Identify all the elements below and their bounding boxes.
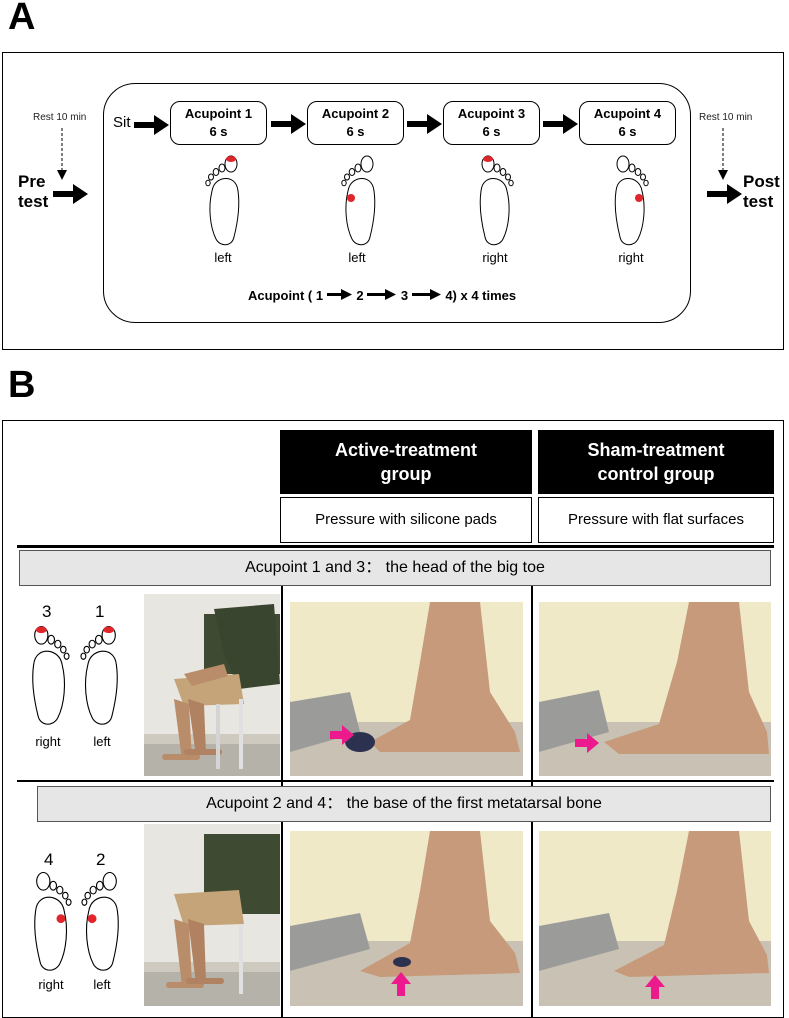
step-1-title: Acupoint 1 xyxy=(184,106,253,121)
sequence-suffix: 4) x 4 times xyxy=(445,288,517,303)
row1-side-right: right xyxy=(35,734,61,749)
sham-arch-photo xyxy=(539,831,771,1006)
step-box-3: Acupoint 3 6 s xyxy=(443,101,540,145)
row2-number-4: 4 xyxy=(44,850,54,869)
sham-group-desc: Pressure with flat surfaces xyxy=(538,497,774,543)
sham-group-header: Sham-treatment control group xyxy=(538,430,774,494)
acupoint-dot-2 xyxy=(347,194,355,202)
step-box-2: Acupoint 2 6 s xyxy=(307,101,404,145)
post-test-arrow xyxy=(707,184,742,204)
step-3-time: 6 s xyxy=(482,124,501,139)
row1-dot-3 xyxy=(35,626,47,634)
row2-foot-left xyxy=(81,871,119,971)
rest-arrow-right xyxy=(718,128,728,180)
sequence-line: Acupoint ( 1 2 3 4) x 4 times xyxy=(248,288,516,303)
row-divider xyxy=(17,780,774,782)
rest-arrow-left xyxy=(57,128,67,180)
row1-label-bar: Acupoint 1 and 3： the head of the big to… xyxy=(19,550,771,586)
step-3-title: Acupoint 3 xyxy=(457,106,526,121)
sit-label: Sit xyxy=(113,114,131,131)
row1-side-left: left xyxy=(93,734,111,749)
acupoint-dot-3 xyxy=(483,156,493,162)
sham-toe-photo xyxy=(539,602,771,776)
protocol-box xyxy=(103,83,691,323)
row2-sham-pointer xyxy=(645,975,665,999)
post-test-line2: test xyxy=(743,192,774,211)
panel-a-letter: A xyxy=(8,0,36,38)
step-4-title: Acupoint 4 xyxy=(593,106,662,121)
foot-diagram-1 xyxy=(205,155,240,246)
foot-side-1: left xyxy=(214,250,232,265)
post-test-label: Post test xyxy=(743,172,780,212)
sit-arrow xyxy=(134,115,169,135)
panel-b-letter: B xyxy=(8,364,36,406)
step-2-time: 6 s xyxy=(346,124,365,139)
step-arrow-3 xyxy=(543,114,578,134)
panel-a-frame xyxy=(2,52,784,350)
step-arrow-1 xyxy=(271,114,306,134)
step-1-time: 6 s xyxy=(209,124,228,139)
row1-dot-1 xyxy=(103,626,115,634)
row2-side-right: right xyxy=(38,977,64,992)
active-group-desc: Pressure with silicone pads xyxy=(280,497,532,543)
foot-diagram-2 xyxy=(341,155,376,246)
pre-test-line2: test xyxy=(18,192,49,211)
sequence-arrow-1 xyxy=(326,289,352,300)
sequence-n3: 3 xyxy=(400,288,409,303)
row2-label-bar: Acupoint 2 and 4： the base of the first … xyxy=(37,786,771,822)
step-arrow-2 xyxy=(407,114,442,134)
acupoint-dot-1 xyxy=(226,156,236,162)
header-divider xyxy=(17,545,774,548)
row2-side-left: left xyxy=(93,977,111,992)
sequence-arrow-3 xyxy=(411,289,441,300)
rest-label-left: Rest 10 min xyxy=(33,112,87,123)
rest-label-right: Rest 10 min xyxy=(699,112,753,123)
row1-foot-right xyxy=(32,625,70,725)
seated-person-photo-1 xyxy=(144,594,280,776)
row2-active-pointer xyxy=(391,972,411,996)
sequence-n2: 2 xyxy=(356,288,364,303)
row1-foot-left xyxy=(80,625,118,725)
foot-diagram-3 xyxy=(479,155,514,246)
step-box-1: Acupoint 1 6 s xyxy=(170,101,267,145)
row2-dot-2 xyxy=(87,914,97,924)
step-box-4: Acupoint 4 6 s xyxy=(579,101,676,145)
sequence-arrow-2 xyxy=(367,289,397,300)
foot-side-4: right xyxy=(618,250,644,265)
seated-person-photo-2 xyxy=(144,824,280,1006)
row2-dot-4 xyxy=(56,914,66,924)
step-2-title: Acupoint 2 xyxy=(321,106,390,121)
active-toe-photo xyxy=(290,602,523,776)
pre-test-line1: Pre xyxy=(18,172,46,191)
pre-test-label: Pre test xyxy=(18,172,48,212)
row2-number-2: 2 xyxy=(96,850,106,869)
active-arch-photo xyxy=(290,831,523,1006)
step-4-time: 6 s xyxy=(618,124,637,139)
row1-number-1: 1 xyxy=(95,602,105,621)
acupoint-dot-4 xyxy=(635,194,643,202)
foot-side-2: left xyxy=(348,250,366,265)
row1-active-pointer xyxy=(330,725,354,745)
row2-foot-right xyxy=(34,871,72,971)
post-test-line1: Post xyxy=(743,172,780,191)
row1-number-3: 3 xyxy=(42,602,52,621)
foot-side-3: right xyxy=(482,250,508,265)
row1-sham-pointer xyxy=(575,733,599,753)
active-group-header: Active-treatment group xyxy=(280,430,532,494)
sequence-prefix: Acupoint ( 1 xyxy=(248,288,324,303)
foot-diagram-4 xyxy=(614,155,649,246)
pre-test-arrow xyxy=(53,184,88,204)
